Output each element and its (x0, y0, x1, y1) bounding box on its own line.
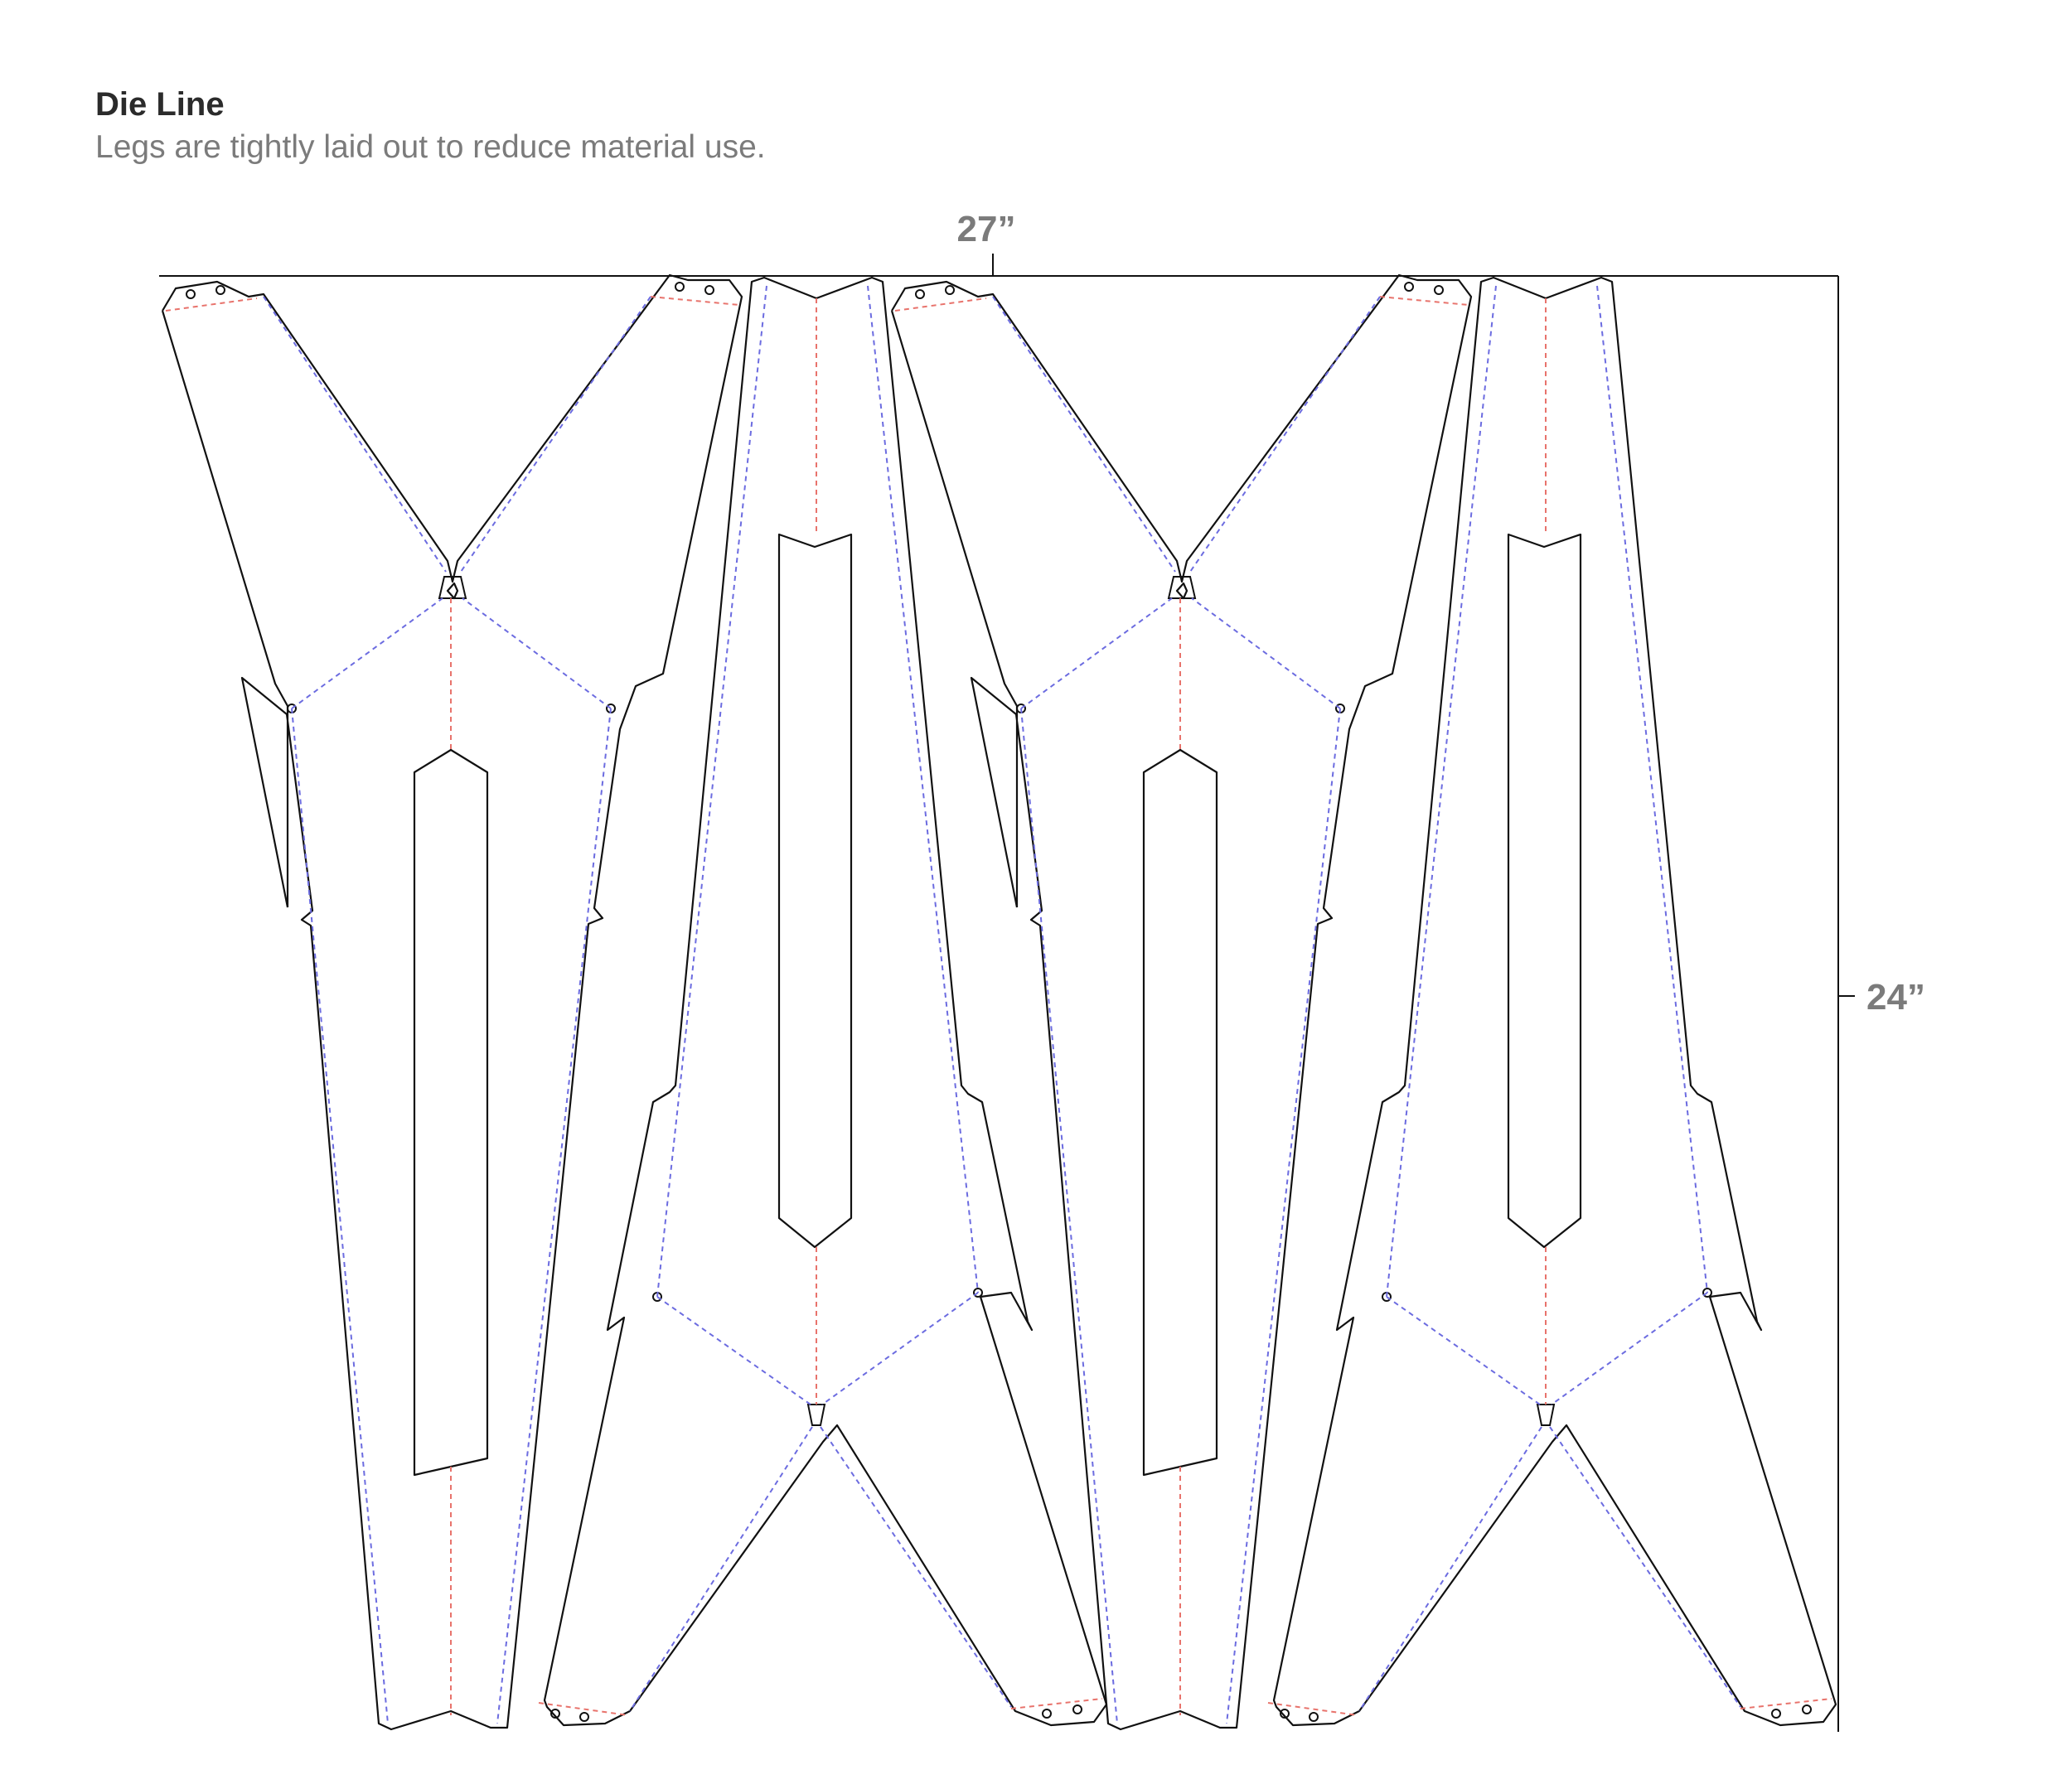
dimension-lines (159, 254, 1855, 1732)
header: Die Line Legs are tightly laid out to re… (95, 83, 766, 170)
leg-piece-1 (161, 273, 743, 1731)
leg-piece-3 (890, 273, 1473, 1731)
height-dimension-label: 24” (1866, 977, 1925, 1018)
leg-piece-4 (1266, 276, 1837, 1727)
leg-piece-2 (537, 276, 1108, 1727)
page-subtitle: Legs are tightly laid out to reduce mate… (95, 129, 766, 165)
width-dimension-label: 27” (957, 209, 1016, 249)
page-title: Die Line (95, 86, 225, 123)
